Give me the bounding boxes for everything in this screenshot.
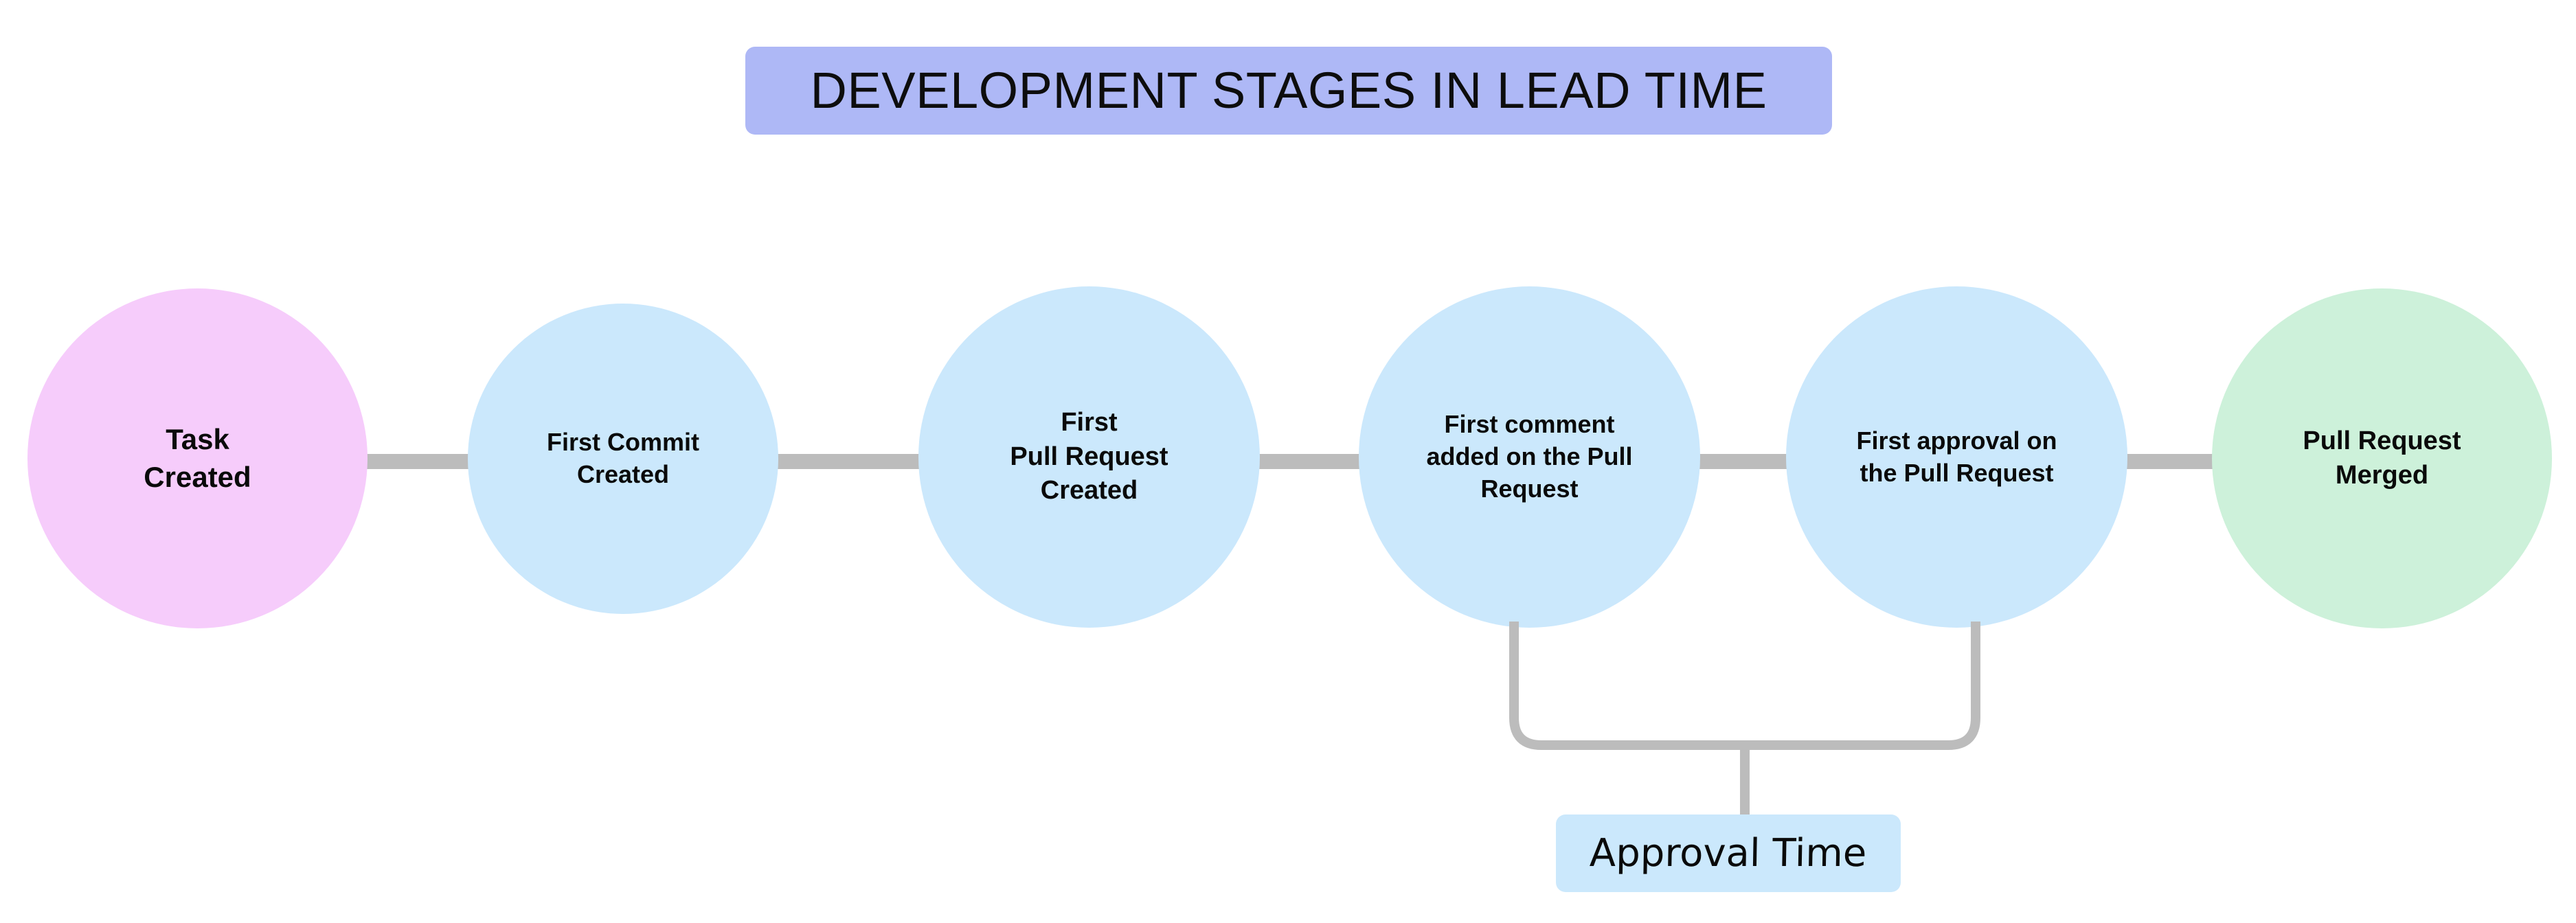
stage-node-first-approval[interactable]: First approval on the Pull Request (1786, 286, 2127, 628)
approval-time-label: Approval Time (1589, 830, 1868, 876)
stage-label: First Commit Created (546, 428, 699, 488)
stage-node-first-commit-created[interactable]: First Commit Created (468, 304, 778, 614)
stage-node-task-created[interactable]: Task Created (27, 288, 368, 628)
stage-label: Task Created (144, 422, 251, 493)
connector-commit-to-pr (776, 454, 920, 469)
stage-label: First Pull Request Created (1010, 408, 1168, 505)
connector-task-to-commit (364, 454, 469, 469)
approval-time-bracket (1509, 622, 1980, 816)
connector-comment-to-approval (1697, 454, 1789, 469)
stage-label: Pull Request Merged (2303, 426, 2461, 490)
page-title: DEVELOPMENT STAGES IN LEAD TIME (810, 62, 1767, 119)
stage-node-first-pull-request-created[interactable]: First Pull Request Created (918, 286, 1260, 628)
stage-node-first-comment-added[interactable]: First comment added on the Pull Request (1359, 286, 1700, 628)
stage-label: First comment added on the Pull Request (1426, 410, 1633, 503)
stage-node-pull-request-merged[interactable]: Pull Request Merged (2212, 288, 2552, 628)
connector-approval-to-merged (2124, 454, 2215, 469)
stage-label: First approval on the Pull Request (1856, 426, 2057, 487)
approval-time-label-box[interactable]: Approval Time (1556, 814, 1901, 892)
diagram-title-banner: DEVELOPMENT STAGES IN LEAD TIME (745, 47, 1832, 135)
connector-pr-to-comment (1257, 454, 1362, 469)
bracket-path (1509, 622, 1980, 750)
